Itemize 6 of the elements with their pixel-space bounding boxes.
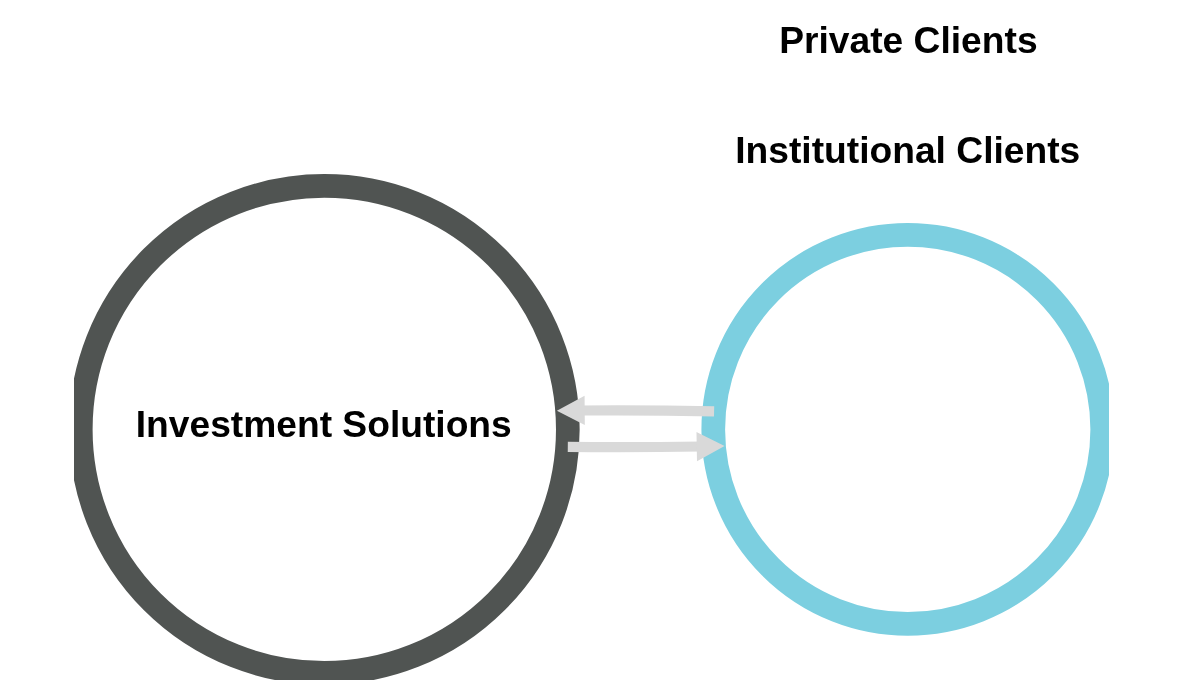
node-text: Private Clients bbox=[778, 19, 1038, 62]
node-text: Institutional Clients bbox=[734, 129, 1080, 172]
node-circle: Investment Solutions bbox=[73, 174, 580, 680]
arrow bbox=[556, 395, 714, 426]
arrow bbox=[567, 431, 725, 462]
node-circle bbox=[700, 223, 1109, 636]
